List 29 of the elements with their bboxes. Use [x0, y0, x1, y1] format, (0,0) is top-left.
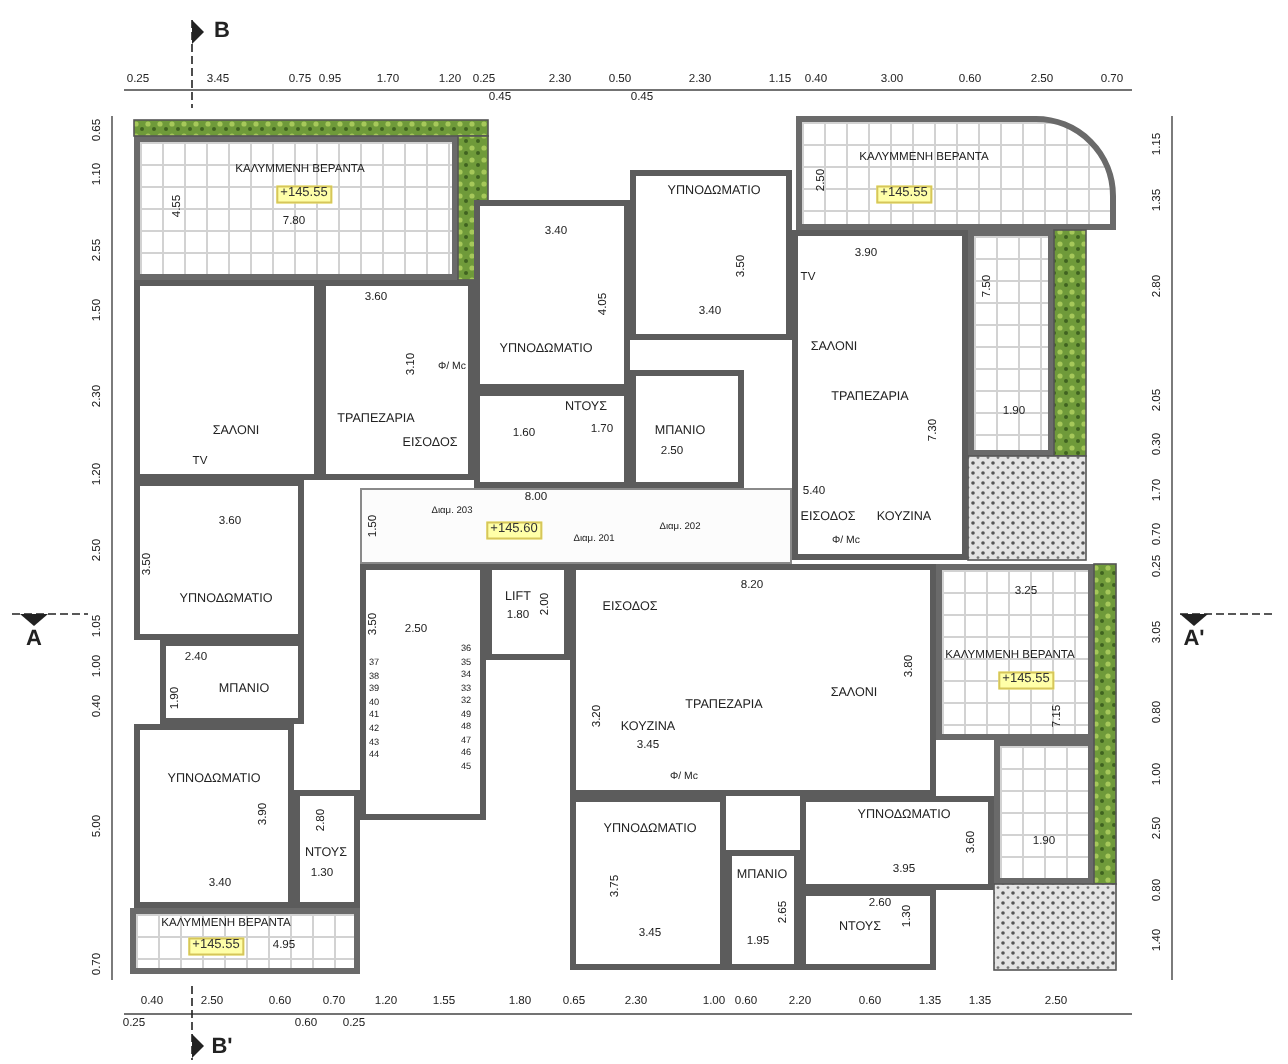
room-outline — [630, 370, 744, 488]
terrace-area — [936, 564, 1094, 740]
room-outline — [294, 790, 360, 908]
room-outline — [474, 390, 630, 488]
section-mark: B — [214, 21, 230, 43]
terrace-area — [130, 908, 360, 974]
section-mark: A' — [1183, 629, 1205, 651]
room-outline — [474, 200, 630, 390]
room-outline — [134, 280, 320, 480]
room-outline — [160, 640, 304, 724]
terrace-area — [796, 116, 1116, 230]
stair-well — [360, 564, 486, 820]
room-outline — [320, 280, 474, 480]
room-outline — [800, 890, 936, 970]
section-mark: A — [26, 629, 42, 651]
lift-shaft — [486, 564, 570, 660]
terrace-area — [994, 740, 1094, 884]
room-outline — [134, 480, 304, 640]
terrace-area — [134, 136, 458, 280]
room-outline — [570, 796, 726, 970]
room-outline — [630, 170, 792, 340]
corridor-area — [360, 488, 792, 564]
section-mark: B' — [211, 1037, 233, 1059]
room-outline — [792, 230, 968, 560]
terrace-area — [968, 230, 1054, 456]
room-outline — [800, 796, 994, 890]
room-outline — [726, 850, 800, 970]
room-outline — [134, 724, 294, 908]
room-outline — [570, 564, 936, 796]
